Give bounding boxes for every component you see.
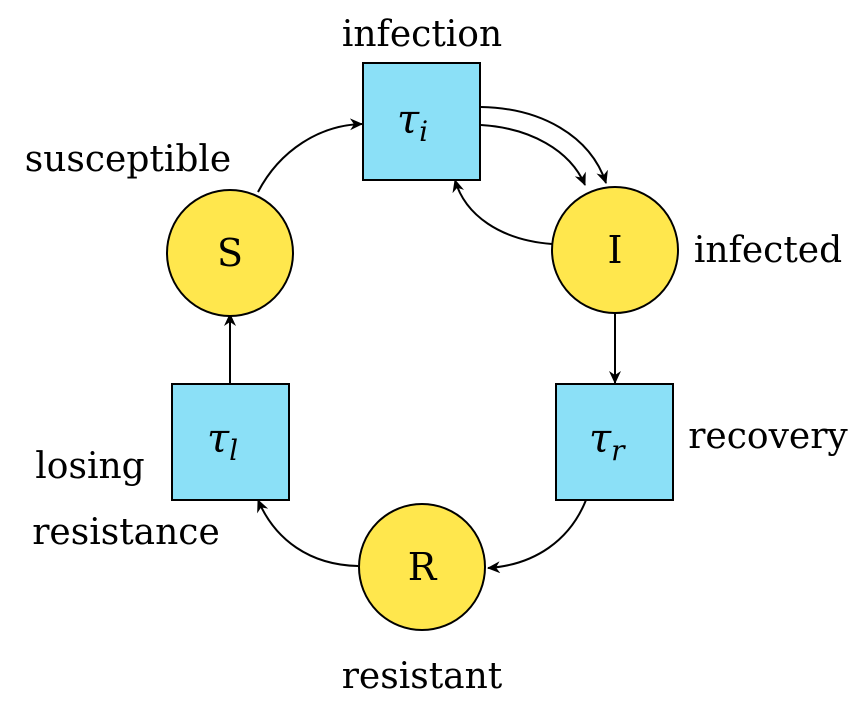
label-recovery: recovery <box>688 416 848 457</box>
transition-recovery: τr <box>555 383 674 501</box>
label-infection: infection <box>342 14 502 55</box>
label-resistance: resistance <box>32 512 220 553</box>
transition-recovery-tau: τr <box>589 416 626 467</box>
state-i: I <box>551 186 679 314</box>
transition-infection-tau: τi <box>397 97 428 148</box>
transition-recovery-box <box>555 383 674 501</box>
transition-losing-resistance: τl <box>171 383 290 501</box>
arc-s-to-infection <box>257 118 363 193</box>
state-s-symbol: S <box>217 231 243 275</box>
state-s: S <box>166 189 294 317</box>
transition-losing-box <box>171 383 290 501</box>
state-s-circle <box>166 189 294 317</box>
state-i-symbol: I <box>607 228 622 272</box>
transition-infection-box <box>362 62 481 181</box>
state-r-symbol: R <box>408 545 438 589</box>
transition-infection: τi <box>362 62 481 181</box>
label-losing: losing <box>35 446 144 487</box>
arc-r-to-losing <box>257 499 359 567</box>
label-susceptible: susceptible <box>25 139 232 180</box>
transition-losing-tau: τl <box>207 416 238 467</box>
label-resistant: resistant <box>342 656 503 697</box>
state-r-circle <box>358 503 486 631</box>
arc-i-to-infection <box>452 179 553 245</box>
state-r: R <box>358 503 486 631</box>
state-i-circle <box>551 186 679 314</box>
label-infected: infected <box>694 230 842 271</box>
arc-infection-to-i-upper <box>480 106 608 184</box>
arc-recovery-to-r <box>487 499 587 574</box>
arc-infection-to-i-lower <box>480 124 586 186</box>
